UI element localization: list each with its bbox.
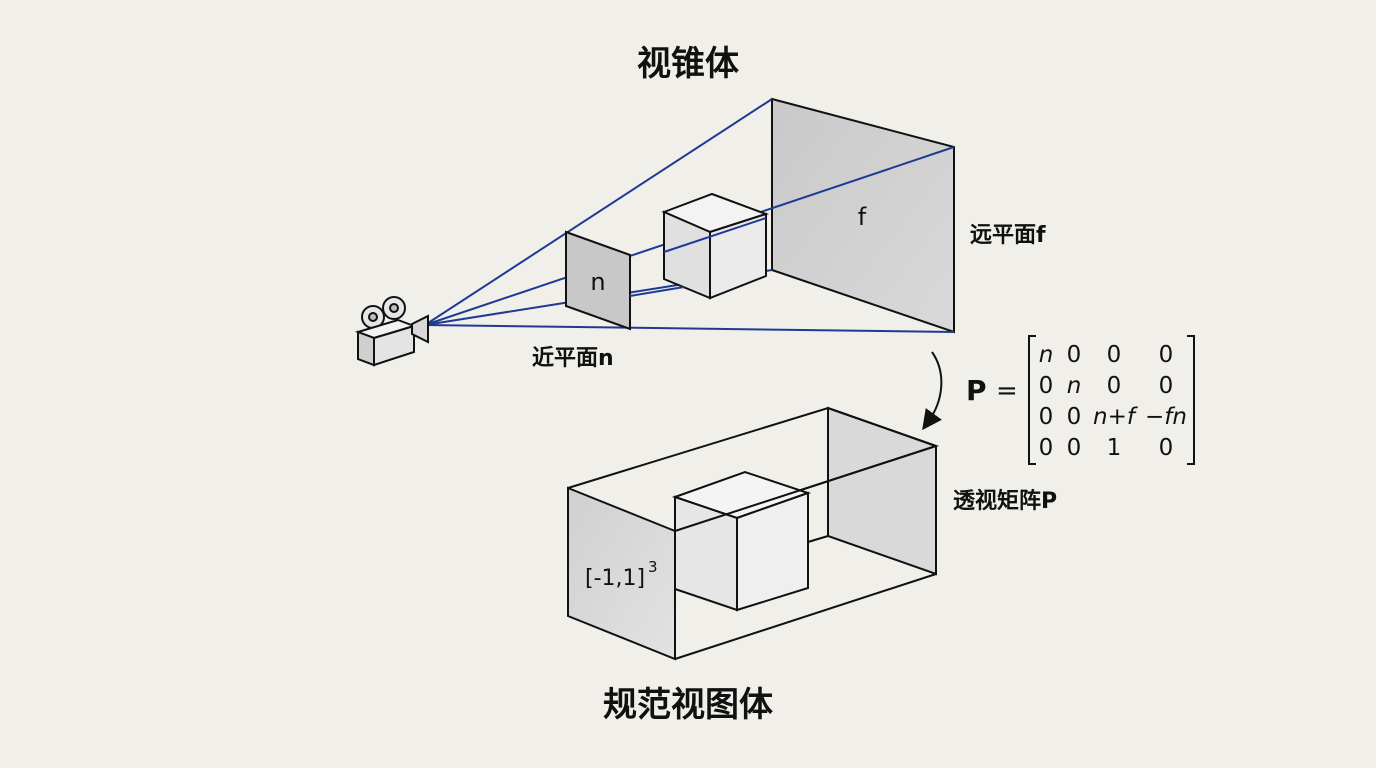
box-top-front-edge bbox=[674, 445, 937, 532]
matrix-cell: −fn bbox=[1145, 404, 1187, 430]
matrix-cell: 0 bbox=[1067, 342, 1082, 368]
matrix-cell: n bbox=[1067, 373, 1082, 399]
box-bottom-edge bbox=[674, 573, 937, 660]
perspective-matrix: P = n 0 0 0 0 n 0 0 0 0 n+f −fn 0 0 1 0 bbox=[966, 335, 1195, 465]
matrix-cell: 0 bbox=[1107, 373, 1122, 399]
camera-body-front bbox=[357, 330, 375, 367]
matrix-cell: 0 bbox=[1159, 342, 1174, 368]
frustum-edge-top bbox=[424, 98, 773, 326]
matrix-cell: 0 bbox=[1067, 435, 1082, 461]
canonical-cube-side bbox=[736, 491, 809, 612]
matrix-cell: 0 bbox=[1159, 373, 1174, 399]
frustum-edge-upper-right-front bbox=[663, 217, 767, 253]
camera-body-side bbox=[373, 324, 415, 367]
far-plane-label: 远平面f bbox=[970, 223, 1046, 248]
far-plane-letter: f bbox=[858, 203, 867, 231]
matrix-cell: 0 bbox=[1159, 435, 1174, 461]
canonical-cube bbox=[671, 470, 812, 612]
curved-arrow-icon bbox=[922, 351, 943, 431]
near-plane bbox=[565, 230, 631, 331]
matrix-cell: 0 bbox=[1039, 435, 1054, 461]
matrix-cell: 0 bbox=[1107, 342, 1122, 368]
box-back-floor-edge bbox=[807, 535, 829, 543]
frustum: n f bbox=[424, 97, 955, 334]
matrix-cell: 1 bbox=[1107, 435, 1122, 461]
matrix-equals: = bbox=[996, 376, 1018, 406]
frustum-title: 视锥体 bbox=[637, 44, 739, 84]
camera-lens bbox=[411, 314, 429, 344]
near-plane-letter: n bbox=[590, 268, 605, 296]
matrix-cell: n bbox=[1039, 342, 1054, 368]
near-plane-label: 近平面n bbox=[532, 345, 614, 371]
frustum-cube-side bbox=[709, 212, 767, 300]
canonical-view-volume: [-1,1] 3 bbox=[567, 406, 940, 661]
matrix-cell: 0 bbox=[1067, 404, 1082, 430]
camera-icon bbox=[354, 296, 429, 367]
canonical-box-label: [-1,1] bbox=[585, 566, 645, 591]
box-right-face bbox=[827, 406, 937, 576]
matrix-cell: 0 bbox=[1039, 373, 1054, 399]
matrix-cell: 0 bbox=[1039, 404, 1054, 430]
matrix-right-bracket bbox=[1187, 335, 1195, 465]
frustum-cube bbox=[661, 192, 770, 300]
frustum-edge-lower-left-front bbox=[629, 286, 685, 297]
canonical-box-label-sup: 3 bbox=[648, 558, 658, 576]
matrix-left-bracket bbox=[1028, 335, 1036, 465]
canonical-box-label-main: [-1,1] bbox=[585, 566, 645, 591]
matrix-label: 透视矩阵P bbox=[953, 488, 1057, 514]
canonical-volume-title: 规范视图体 bbox=[603, 685, 773, 725]
matrix-symbol: P bbox=[966, 374, 987, 407]
matrix-cell: n+f bbox=[1093, 404, 1138, 430]
frustum-edge-bottom bbox=[424, 324, 955, 333]
